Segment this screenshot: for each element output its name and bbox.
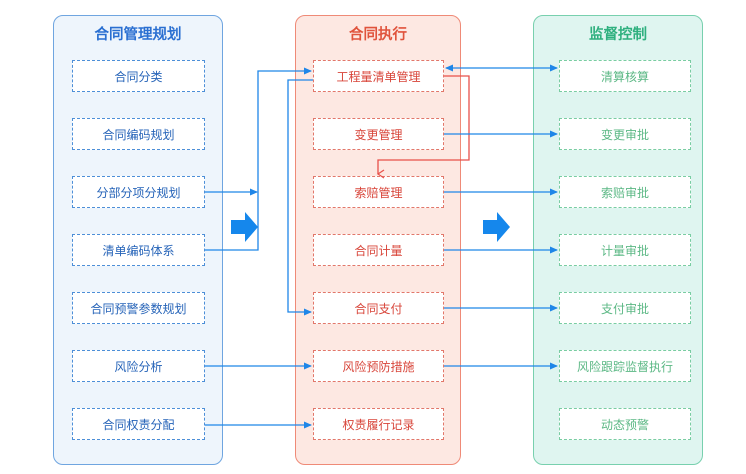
supervision-item-payment-approval: 支付审批 — [559, 292, 691, 324]
planning-item-division-planning: 分部分项分规划 — [72, 176, 205, 208]
flow-arrow-right-icon — [231, 212, 258, 242]
execution-item-contract-payment: 合同支付 — [313, 292, 444, 324]
execution-item-responsibility-record: 权责履行记录 — [313, 408, 444, 440]
execution-item-claim-management: 索赔管理 — [313, 176, 444, 208]
planning-item-warning-parameters: 合同预警参数规划 — [72, 292, 205, 324]
supervision-panel-title: 监督控制 — [589, 27, 647, 43]
execution-item-change-management: 变更管理 — [313, 118, 444, 150]
flow-arrow-right-icon — [483, 212, 510, 242]
supervision-item-dynamic-warning: 动态预警 — [559, 408, 691, 440]
supervision-item-risk-tracking: 风险跟踪监督执行 — [559, 350, 691, 382]
execution-item-contract-measurement: 合同计量 — [313, 234, 444, 266]
supervision-item-claim-approval: 索赔审批 — [559, 176, 691, 208]
supervision-item-change-approval: 变更审批 — [559, 118, 691, 150]
planning-item-bill-coding-system: 清单编码体系 — [72, 234, 205, 266]
planning-panel-title: 合同管理规划 — [94, 27, 182, 43]
planning-item-contract-classification: 合同分类 — [72, 60, 205, 92]
bill-to-payment-connector — [287, 79, 313, 316]
execution-item-risk-prevention: 风险预防措施 — [313, 350, 444, 382]
planning-to-bill-connector — [205, 67, 312, 251]
execution-panel-title: 合同执行 — [349, 27, 407, 43]
bill-to-claim-feedback-connector — [376, 75, 470, 179]
planning-item-contract-coding: 合同编码规划 — [72, 118, 205, 150]
supervision-item-measurement-approval: 计量审批 — [559, 234, 691, 266]
planning-item-responsibility-allocation: 合同权责分配 — [72, 408, 205, 440]
planning-item-risk-analysis: 风险分析 — [72, 350, 205, 382]
supervision-item-settlement: 清算核算 — [559, 60, 691, 92]
execution-item-bill-of-quantities: 工程量清单管理 — [313, 60, 444, 92]
